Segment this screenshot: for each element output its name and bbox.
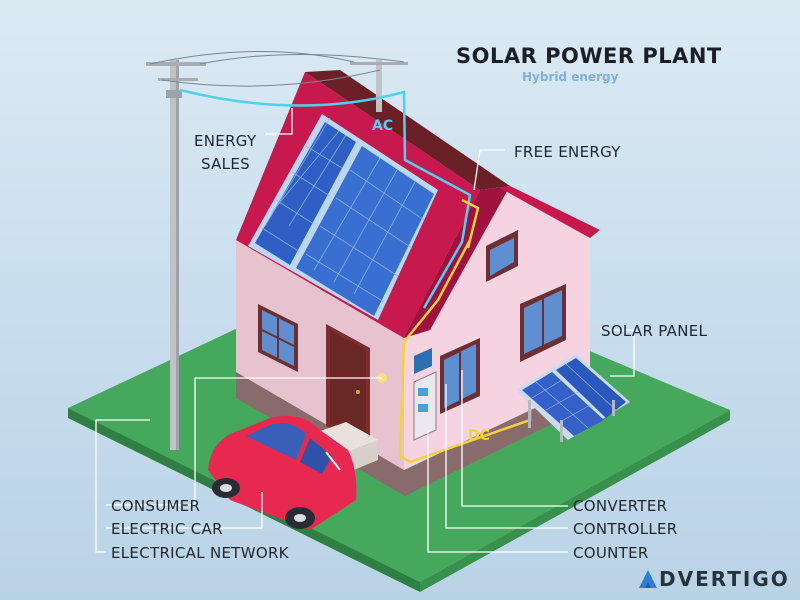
window-gable bbox=[486, 230, 518, 282]
brand-name: DVERTIGO bbox=[659, 567, 790, 591]
roof-ridge-dark bbox=[305, 70, 510, 190]
window-side-right bbox=[520, 284, 566, 362]
free-energy-label: FREE ENERGY bbox=[514, 143, 621, 161]
front-door bbox=[326, 324, 370, 450]
consumer-label: CONSUMER bbox=[111, 497, 201, 515]
brand-arrow-icon bbox=[639, 570, 657, 588]
utility-pole bbox=[146, 60, 408, 450]
roof-solar-panels bbox=[248, 114, 438, 320]
advertigo-logo: DVERTIGO bbox=[637, 566, 790, 592]
window-front-left bbox=[258, 304, 298, 372]
controller-label: CONTROLLER bbox=[573, 520, 678, 538]
solar-panel-label: SOLAR PANEL bbox=[601, 322, 708, 340]
counter-label: COUNTER bbox=[573, 544, 649, 562]
window-side-left bbox=[440, 338, 480, 414]
front-steps bbox=[312, 422, 378, 454]
energy-sales-label-line2: SALES bbox=[201, 155, 250, 173]
energy-sales-label-line1: ENERGY bbox=[194, 132, 257, 150]
dc-line bbox=[398, 198, 532, 464]
overhead-wires bbox=[149, 50, 405, 87]
ac-line bbox=[179, 88, 472, 309]
ground-solar-panel bbox=[516, 354, 630, 442]
electrical-network-label: ELECTRICAL NETWORK bbox=[111, 544, 289, 562]
meter-panel bbox=[413, 371, 437, 441]
diagram-subtitle: Hybrid energy bbox=[522, 70, 619, 84]
callout-lines bbox=[95, 108, 635, 553]
roof-gable bbox=[500, 186, 600, 238]
electric-car-label: ELECTRIC CAR bbox=[111, 520, 223, 538]
electric-car bbox=[208, 415, 357, 530]
ac-label: AC bbox=[372, 118, 394, 134]
lawn-edge-right bbox=[420, 410, 730, 592]
dc-label: DC bbox=[468, 428, 490, 444]
converter-label: CONVERTER bbox=[573, 497, 668, 515]
diagram-title: SOLAR POWER PLANT bbox=[456, 44, 722, 68]
inverter-box bbox=[414, 348, 432, 374]
